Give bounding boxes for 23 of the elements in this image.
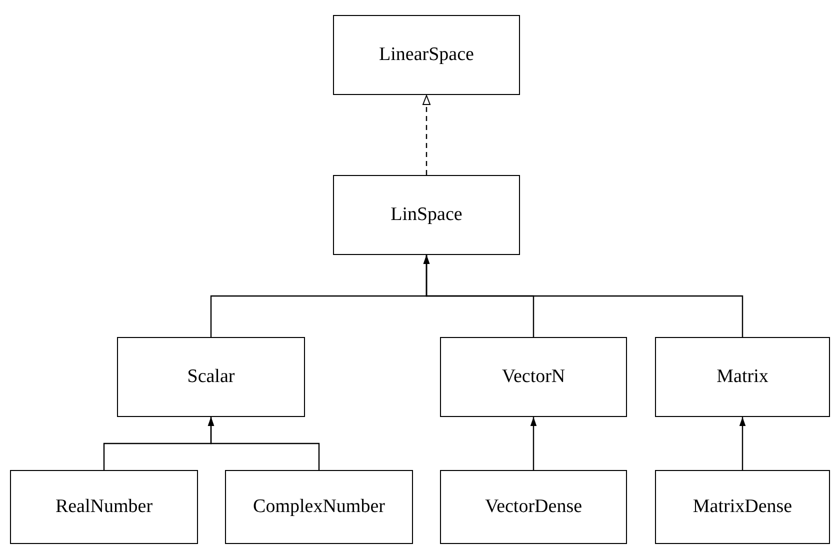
class-box [440, 337, 627, 417]
class-box [655, 470, 830, 544]
class-box [655, 337, 830, 417]
class-box [225, 470, 413, 544]
inheritance-arrow [423, 255, 744, 337]
class-name: LinSpace [390, 204, 462, 226]
class-name: MatrixDense [692, 496, 792, 518]
inheritance-arrow [530, 417, 537, 470]
class-name: ComplexNumber [253, 496, 385, 518]
class-name: VectorDense [484, 496, 582, 518]
class-name: Matrix [716, 366, 768, 388]
inheritance-arrow [208, 417, 320, 470]
class-box [333, 15, 520, 95]
class-name: Scalar [187, 366, 235, 388]
class-box [440, 470, 627, 544]
class-box [117, 337, 305, 417]
class-box [10, 470, 198, 544]
class-name: VectorN [502, 366, 566, 388]
inheritance-arrow [739, 417, 746, 470]
class-name: RealNumber [55, 496, 153, 518]
dashed-arrow [422, 95, 430, 175]
class-box [333, 175, 520, 255]
class-name: LinearSpace [379, 44, 474, 66]
